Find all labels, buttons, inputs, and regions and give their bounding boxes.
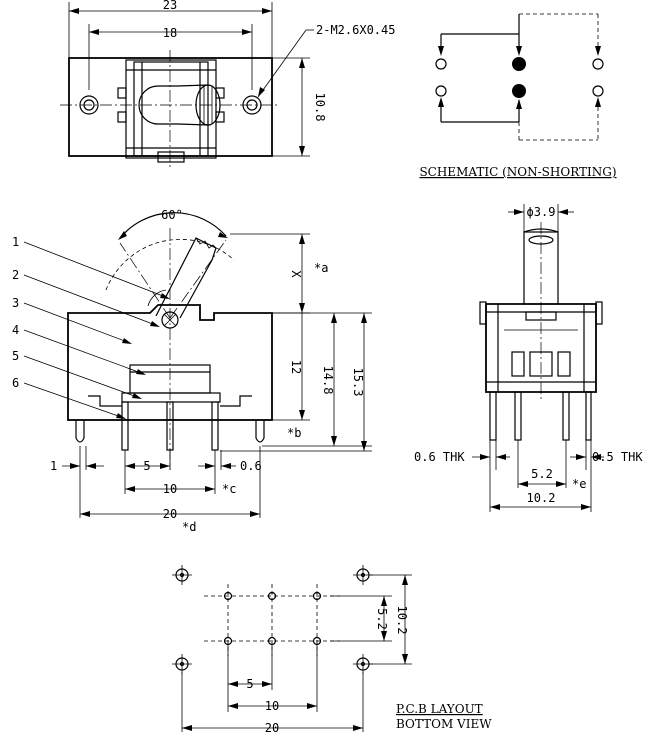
callout-6: 6 [12,376,19,390]
dim-14-8: 14.8 [321,366,335,395]
pcb-dim-5-2: 5.2 [375,608,389,630]
dim-15-3: 15.3 [351,368,365,397]
callout-4: 4 [12,323,19,337]
pcb-caption: P.C.B LAYOUT [396,702,483,716]
pcb-layout: 5.2 10.2 5 10 20 P.C.B LAYOUT BOTTOM VIE… [172,565,492,735]
schematic-caption: SCHEMATIC (NON-SHORTING) [419,165,616,179]
pcb-dim-10-2: 10.2 [395,606,409,635]
end-view: ϕ3.9 0.6 THK [414,204,643,512]
thk-right: 0.5 THK [592,450,643,464]
schematic: SCHEMATIC (NON-SHORTING) [419,13,617,179]
note-b: *b [287,426,301,440]
pcb-mount-holes [172,565,373,674]
callout-1: 1 [12,235,19,249]
dim-10-8: 10.8 [313,93,327,122]
note-a: *a [314,261,328,275]
dim-0-6: 0.6 [240,459,262,473]
dim-12: 12 [289,360,303,374]
dim-5-2: 5.2 [531,467,553,481]
dim-5: 5 [143,459,150,473]
pcb-dim-10: 10 [265,699,279,713]
callout-2: 2 [12,268,19,282]
dim-1: 1 [50,459,57,473]
dim-23: 23 [163,0,177,12]
note-d: *d [182,520,196,534]
dim-diameter: ϕ3.9 [527,205,556,219]
dim-18: 18 [163,26,177,40]
callout-5: 5 [12,349,19,363]
pcb-dim-20: 20 [265,721,279,735]
pcb-pin-holes [223,591,322,646]
thk-left: 0.6 THK [414,450,465,464]
pcb-subcaption: BOTTOM VIEW [396,717,492,731]
note-c: *c [222,482,236,496]
dim-x: X [289,270,303,278]
dim-10-2: 10.2 [527,491,556,505]
callouts: 1 2 3 4 5 6 [12,235,170,419]
dim-10: 10 [163,482,177,496]
screw-note: 2-M2.6X0.45 [316,23,395,37]
top-view: 23 18 [60,0,395,170]
callout-3: 3 [12,296,19,310]
dim-20: 20 [163,507,177,521]
dim-60-deg: 60° [161,208,183,222]
pcb-dim-5: 5 [246,677,253,691]
side-view: 60° 1 2 [12,208,372,534]
note-e: *e [572,477,586,491]
